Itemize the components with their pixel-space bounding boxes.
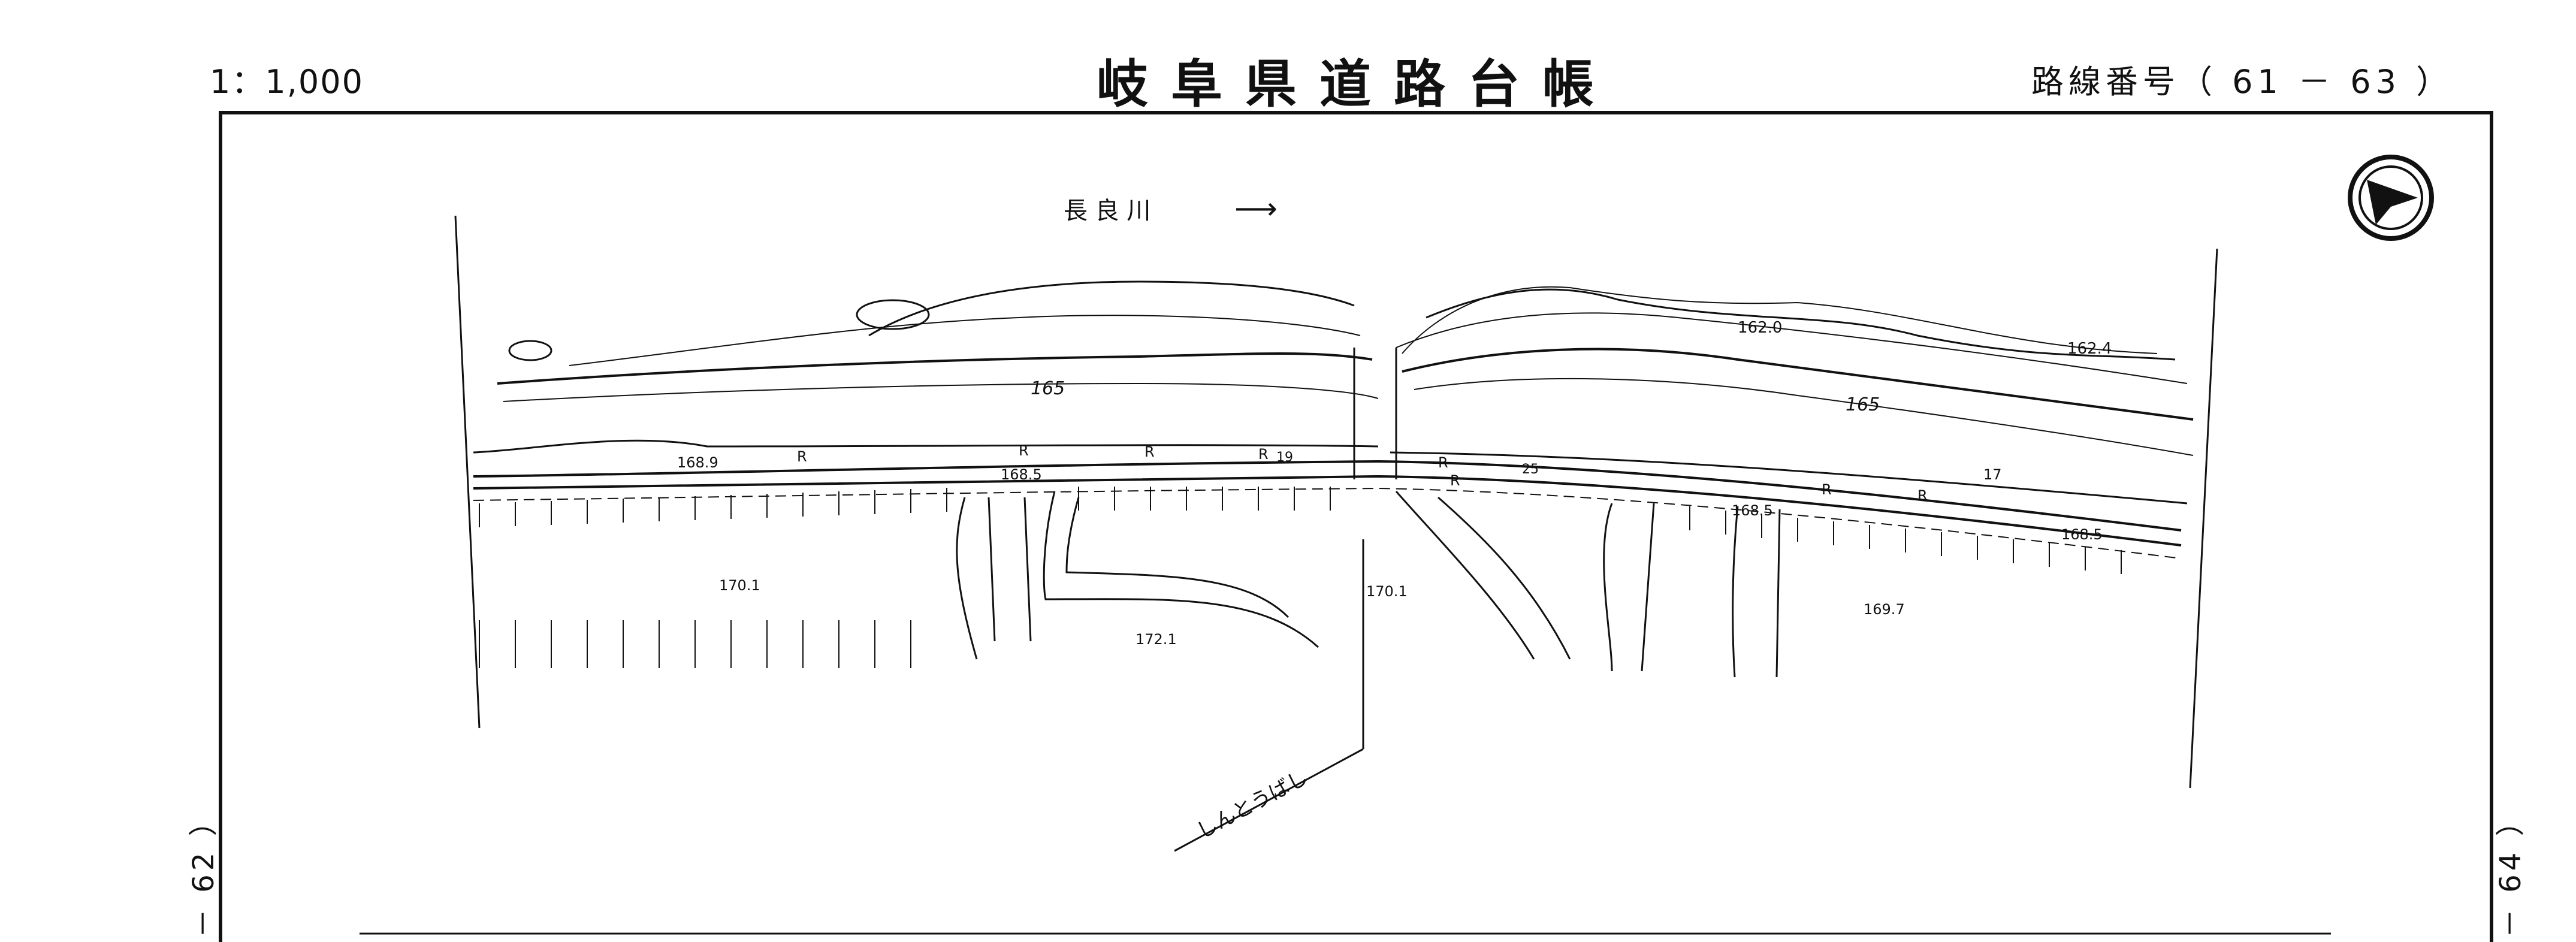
misc-marker: 25 xyxy=(1522,462,1539,477)
side-roads xyxy=(956,491,1781,678)
elevation-point: 168.5 xyxy=(2061,526,2103,543)
elevation-point: 169.7 xyxy=(1864,601,1905,618)
road-symbol: R xyxy=(1019,442,1029,459)
prefectural-road xyxy=(473,439,2188,559)
elevation-point: 170.1 xyxy=(719,577,760,594)
route-from: 61 xyxy=(2232,63,2283,101)
area-right-edge xyxy=(2189,248,2218,789)
elevation-point: 168.5 xyxy=(1732,502,1773,519)
route-separator: － xyxy=(2298,63,2336,101)
road-symbol: R xyxy=(1917,487,1928,504)
embankment-hatching xyxy=(479,487,2122,668)
map-frame xyxy=(219,111,2493,942)
river-name-label: 長 良 川 xyxy=(1064,197,1150,225)
page-title: 岐阜県道路台帳 xyxy=(1097,54,1617,114)
contour-label: 165 xyxy=(1846,394,1880,415)
road-symbol: R xyxy=(1438,454,1448,471)
elevation-point: 168.5 xyxy=(1001,466,1042,483)
misc-marker: 17 xyxy=(1983,466,2002,483)
area-left-edge xyxy=(454,215,481,729)
map-labels: 長 良 川 ⟶ しんとうばし 165 165 162.0 162.4 168.9… xyxy=(677,191,2112,844)
north-arrow-icon xyxy=(2348,155,2434,241)
road-symbol: R xyxy=(797,448,807,465)
map-scale: 1：1,000 xyxy=(210,63,364,101)
flow-arrow-icon: ⟶ xyxy=(1234,191,1278,226)
misc-marker: 19 xyxy=(1276,450,1293,465)
sheet-header: 1：1,000 岐阜県道路台帳 路線番号（ 61 － 63 ） xyxy=(0,0,2576,114)
river-contours xyxy=(497,280,2194,456)
bridge-structure xyxy=(1174,348,1397,852)
road-symbol: R xyxy=(1822,481,1832,498)
bridge-name-label: しんとうばし xyxy=(1192,765,1312,844)
route-number: 路線番号（ 61 － 63 ） xyxy=(2031,55,2453,102)
route-close: ） xyxy=(2416,63,2454,101)
elevation-point: 162.0 xyxy=(1738,319,1782,337)
route-label: 路線番号（ xyxy=(2031,63,2217,101)
elevation-point: 170.1 xyxy=(1366,583,1408,600)
road-symbol: R xyxy=(1258,446,1269,463)
elevation-point: 162.4 xyxy=(2067,340,2112,358)
elevation-point: 168.9 xyxy=(677,454,718,471)
road-symbol: R xyxy=(1144,443,1155,460)
contour-label: 165 xyxy=(1031,378,1065,399)
route-to: 63 xyxy=(2350,63,2401,101)
elevation-point: 172.1 xyxy=(1136,631,1177,648)
road-symbol: R xyxy=(1450,472,1460,489)
